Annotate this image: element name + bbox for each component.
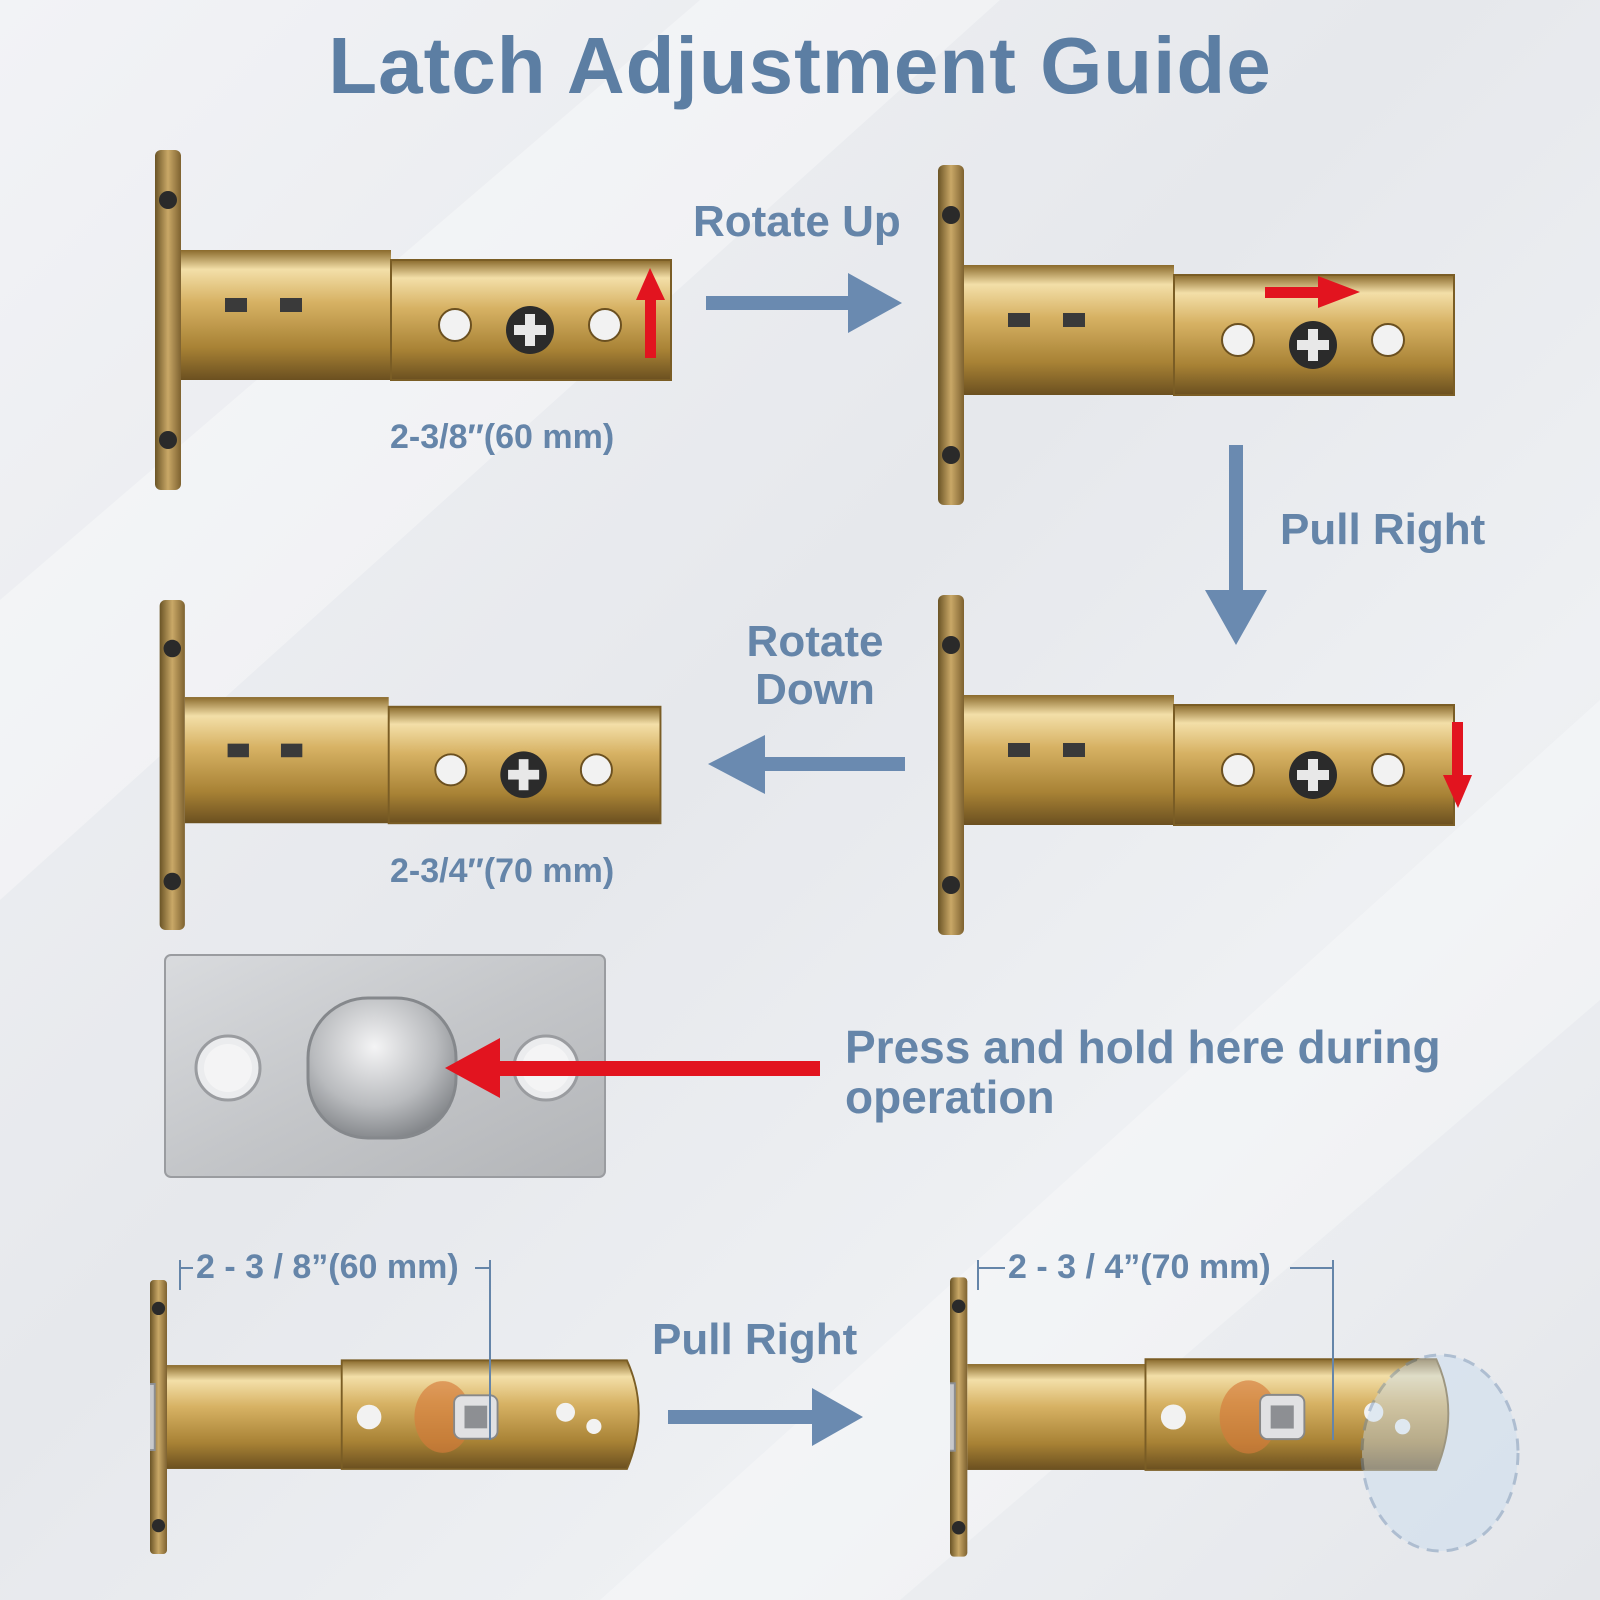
red-right-arrow-icon	[1265, 276, 1360, 308]
press-instruction-line1: Press and hold here during	[845, 1021, 1441, 1073]
right-arrow-icon-bottom	[668, 1388, 863, 1446]
latch-image-rotated	[938, 163, 1456, 507]
step-label-rotate-down: Rotate Down	[730, 618, 900, 714]
rotate-down-line2: Down	[755, 665, 875, 714]
step-label-pull-right-bottom: Pull Right	[652, 1315, 858, 1364]
dimension-label-bottom-70mm: 2 - 3 / 4”(70 mm)	[1008, 1248, 1271, 1286]
page-title: Latch Adjustment Guide	[328, 21, 1272, 110]
latch-image-bottom-70mm	[950, 1276, 1450, 1558]
latch-faceplate	[164, 954, 606, 1178]
highlight-circle	[1360, 1353, 1520, 1553]
down-arrow-icon	[1205, 445, 1267, 645]
rotate-down-line1: Rotate	[746, 617, 884, 666]
dimension-line-60mm	[179, 1260, 491, 1440]
step-label-rotate-up: Rotate Up	[693, 197, 901, 246]
dimension-label-70mm: 2-3/4″(70 mm)	[390, 852, 615, 890]
step-label-pull-right: Pull Right	[1280, 505, 1486, 554]
right-arrow-icon	[706, 273, 902, 333]
press-instruction-line2: operation	[845, 1071, 1055, 1123]
left-arrow-icon	[708, 735, 905, 794]
latch-image-extended	[936, 595, 1456, 935]
red-up-arrow-icon	[636, 268, 665, 358]
latch-image-bottom-60mm	[150, 1279, 640, 1555]
red-left-arrow-icon	[445, 1038, 820, 1098]
dimension-line-70mm	[977, 1260, 1334, 1440]
red-down-arrow-icon	[1443, 722, 1472, 808]
dimension-label-60mm: 2-3/8″(60 mm)	[390, 418, 615, 456]
press-instruction: Press and hold here during operation	[845, 1022, 1441, 1122]
dimension-label-bottom-60mm: 2 - 3 / 8”(60 mm)	[196, 1248, 459, 1286]
